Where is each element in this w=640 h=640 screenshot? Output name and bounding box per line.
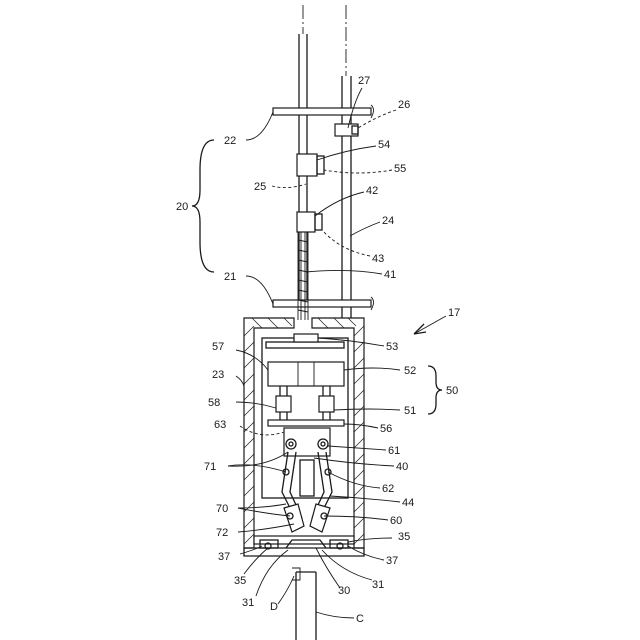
label-72: 72 [216, 527, 228, 539]
leader-43 [322, 230, 370, 256]
label-24: 24 [382, 215, 394, 227]
label-62: 62 [382, 483, 394, 495]
label-20: 20 [176, 201, 188, 213]
spring-right [319, 396, 334, 412]
leader-21 [246, 276, 273, 304]
leader-41 [306, 270, 382, 274]
lower-shaft [296, 572, 316, 640]
label-41: 41 [384, 269, 396, 281]
plate-56 [268, 420, 344, 426]
label-37b: 37 [386, 555, 398, 567]
label-40: 40 [396, 461, 408, 473]
leader-25 [272, 184, 306, 188]
leader-42 [315, 192, 364, 216]
label-21: 21 [224, 271, 236, 283]
label-44: 44 [402, 497, 414, 509]
label-63: 63 [214, 419, 226, 431]
leader-71b [228, 452, 288, 466]
label-22: 22 [224, 135, 236, 147]
leader-54 [317, 146, 376, 160]
label-17: 17 [448, 307, 460, 319]
label-71: 71 [204, 461, 216, 473]
inner-frame-2 [266, 342, 344, 348]
leader-44 [330, 496, 400, 502]
leader-58 [236, 402, 276, 408]
brace-50 [428, 366, 442, 414]
label-31b: 31 [372, 579, 384, 591]
label-27: 27 [358, 75, 370, 87]
leader-31a [256, 550, 288, 596]
label-55: 55 [394, 163, 406, 175]
label-52: 52 [404, 365, 416, 377]
label-60: 60 [390, 515, 402, 527]
brace-20 [192, 140, 214, 272]
label-D: D [270, 601, 278, 613]
label-23: 23 [212, 369, 224, 381]
center-slide [300, 460, 314, 496]
label-31a: 31 [242, 597, 254, 609]
base [244, 548, 364, 556]
leader-52 [344, 368, 400, 370]
block-54 [297, 154, 317, 176]
label-56: 56 [380, 423, 392, 435]
label-58: 58 [208, 397, 220, 409]
label-30: 30 [338, 585, 350, 597]
leader-51 [334, 409, 400, 410]
leader-55 [324, 170, 392, 173]
label-57: 57 [212, 341, 224, 353]
label-70: 70 [216, 503, 228, 515]
label-26: 26 [398, 99, 410, 111]
label-53: 53 [386, 341, 398, 353]
lower-plate [273, 300, 371, 307]
leader-C [316, 612, 354, 618]
label-43: 43 [372, 253, 384, 265]
label-61: 61 [388, 445, 400, 457]
leader-23 [236, 376, 244, 386]
label-35a: 35 [398, 531, 410, 543]
block-43 [315, 214, 322, 230]
label-25: 25 [254, 181, 266, 193]
leader-D [278, 576, 294, 604]
leader-30 [316, 548, 340, 588]
leader-22 [246, 112, 273, 140]
nut-53 [294, 334, 318, 342]
label-54: 54 [378, 139, 390, 151]
label-42: 42 [366, 185, 378, 197]
arrow-17 [414, 316, 446, 334]
cross-block [268, 362, 344, 386]
block-42 [297, 212, 315, 232]
arrow-17-head [414, 324, 426, 334]
label-37a: 37 [218, 551, 230, 563]
label-35b: 35 [234, 575, 246, 587]
leader-24 [350, 222, 380, 236]
spring-left [276, 396, 291, 412]
label-51: 51 [404, 405, 416, 417]
label-50: 50 [446, 385, 458, 397]
upper-plate [273, 108, 371, 115]
label-C: C [356, 613, 364, 625]
